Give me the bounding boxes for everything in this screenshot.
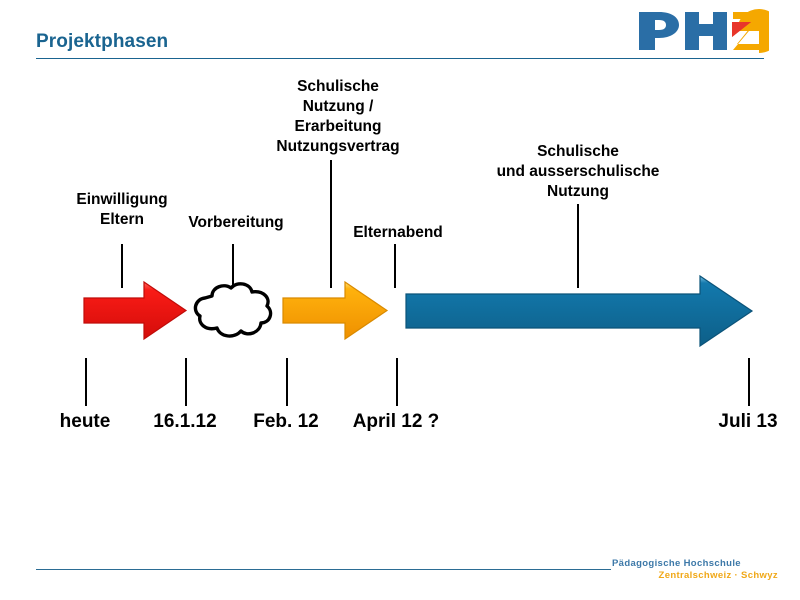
label-vorbereitung: Vorbereitung [188,214,284,231]
footer-institution-name: Pädagogische Hochschule [612,558,741,569]
cloud-vorbereitung [188,278,276,344]
label-elternabend: Elternabend [353,224,443,241]
phz-logo [633,6,781,56]
label-einwilligung-eltern: Einwilligung Eltern [76,191,168,228]
tick-schulische-nutzung-erarbeitung [330,160,332,288]
cloud-shape [193,282,273,338]
logo-letter-h [685,12,727,50]
tick-schulische-ausserschulische-nutzung [577,204,579,288]
axis-label-16-1-12: 16.1.12 [153,411,217,432]
label-schulische-nutzung-erarbeitung: Schulische Nutzung / Erarbeitung Nutzung… [276,78,400,155]
tick-juli-13 [748,358,750,406]
arrow-shape-blue [405,274,754,348]
arrow-shape-orange [282,280,389,341]
arrow-shape-red [83,280,188,341]
footer-branding: Pädagogische Hochschule Zentralschweiz ·… [612,558,782,582]
footer-divider [36,569,611,570]
tick-vorbereitung [232,244,234,288]
logo-letter-p [639,12,679,50]
arrow-schulische-ausserschulische-nutzung [404,272,757,350]
axis-label-juli-13: Juli 13 [718,411,778,432]
logo-letter-z [733,12,763,50]
axis-label-heute: heute [59,411,111,432]
tick-feb-12 [286,358,288,406]
tick-elternabend [394,244,396,288]
axis-label-feb-12: Feb. 12 [253,411,319,432]
tick-april-12 [396,358,398,406]
title-divider [36,58,764,59]
arrow-schulische-nutzung-erarbeitung [281,278,393,343]
tick-16-1-12 [185,358,187,406]
label-schulische-ausserschulische-nutzung: Schulische und ausserschulische Nutzung [496,143,660,200]
tick-einwilligung-eltern [121,244,123,288]
logo-red-triangle-fill [732,22,751,37]
footer-region-name: Zentralschweiz · Schwyz [658,570,778,581]
page-title: Projektphasen [36,31,169,52]
arrow-einwilligung-eltern [82,278,192,343]
tick-heute [85,358,87,406]
axis-label-april-12: April 12 ? [352,411,440,432]
